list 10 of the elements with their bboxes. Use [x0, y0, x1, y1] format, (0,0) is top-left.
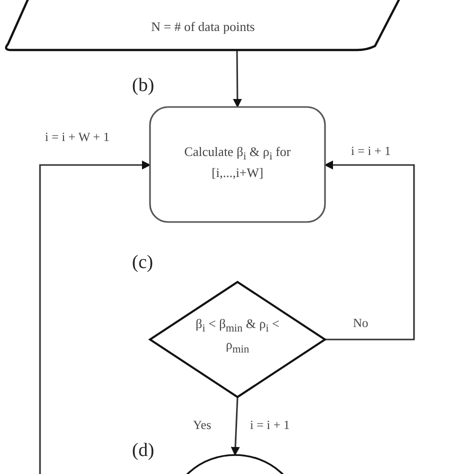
arrow [232, 50, 242, 108]
arrow [230, 396, 240, 456]
node-text: N = # of data points [150, 18, 256, 36]
arrow [39, 160, 151, 474]
step-label: (d) [132, 440, 154, 462]
node-text: β$_{i}$ < β$_{min}$ & ρ$_{i}$ < ρ$_{min}$ [195, 315, 280, 358]
step-label: (c) [132, 252, 154, 274]
arrow [324, 160, 415, 340]
node-text: Calculate β$_{i}$ & ρ$_{i}$ for [i,...,i+W] [183, 143, 292, 182]
step-label: (b) [132, 75, 154, 97]
